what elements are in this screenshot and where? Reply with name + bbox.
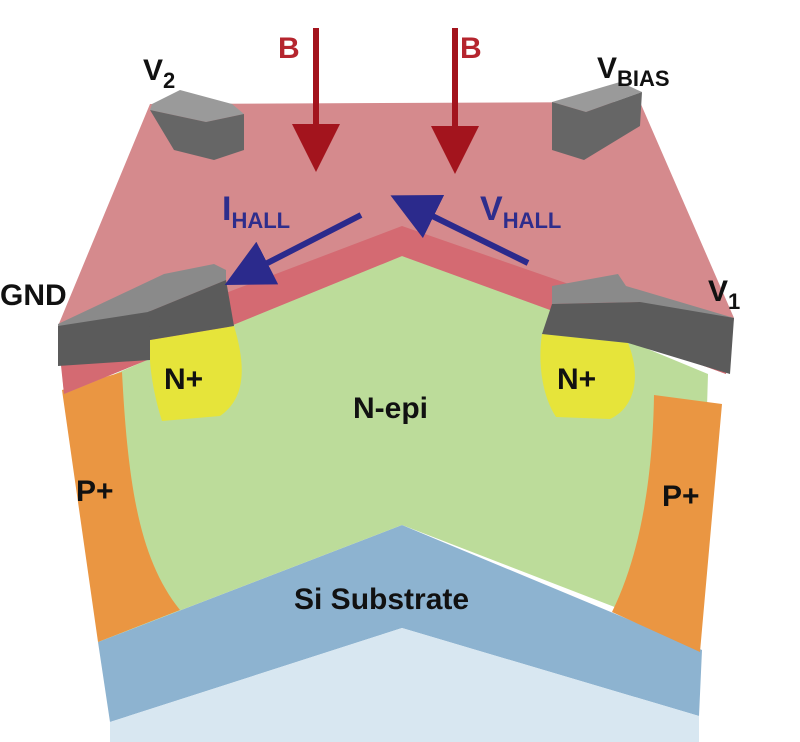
i-hall-label: IHALL (222, 190, 290, 233)
vbias-label-subscript: BIAS (617, 66, 670, 91)
p-plus-right-label: P+ (662, 480, 700, 513)
b-label-right: B (460, 32, 482, 65)
n-plus-right-label: N+ (557, 363, 596, 396)
v2-contact-body (150, 110, 244, 160)
v2-label-subscript: 2 (163, 68, 175, 93)
v2-contact-top (150, 90, 244, 122)
v2-label-main: V (143, 54, 163, 87)
gnd-contact-top (58, 264, 226, 326)
v1-label-main: V (708, 275, 728, 308)
n-epi-label: N-epi (353, 392, 428, 425)
gnd-label: GND (0, 279, 67, 312)
hall-current-arrow (224, 212, 363, 285)
gnd-contact-body (148, 280, 234, 340)
v-hall-label-subscript: HALL (503, 208, 562, 233)
hall-voltage-arrow (390, 195, 530, 266)
b-label-left: B (278, 32, 300, 65)
p-plus-left-label: P+ (76, 475, 114, 508)
p-plus-left-region (62, 372, 180, 642)
vbias-contact-top (552, 82, 642, 112)
n-plus-left-region (149, 326, 242, 421)
p-plus-right-region (612, 395, 722, 652)
i-hall-label-main: I (222, 190, 231, 228)
si-substrate-label: Si Substrate (294, 583, 469, 616)
n-plus-left-label: N+ (164, 363, 203, 396)
v-hall-label: VHALL (480, 190, 561, 233)
vbias-label-main: V (597, 52, 617, 85)
v1-contact-body (542, 302, 734, 374)
v1-label: V1 (708, 275, 740, 314)
v2-label: V2 (143, 54, 175, 93)
vbias-contact-body (552, 92, 642, 160)
si-substrate-bottom-face (110, 628, 699, 742)
n-plus-right-region (540, 334, 635, 419)
si-substrate-region (98, 525, 702, 722)
i-hall-label-subscript: HALL (231, 208, 290, 233)
v1-label-subscript: 1 (728, 289, 740, 314)
v-hall-label-main: V (480, 190, 503, 228)
vbias-label: VBIAS (597, 52, 670, 91)
